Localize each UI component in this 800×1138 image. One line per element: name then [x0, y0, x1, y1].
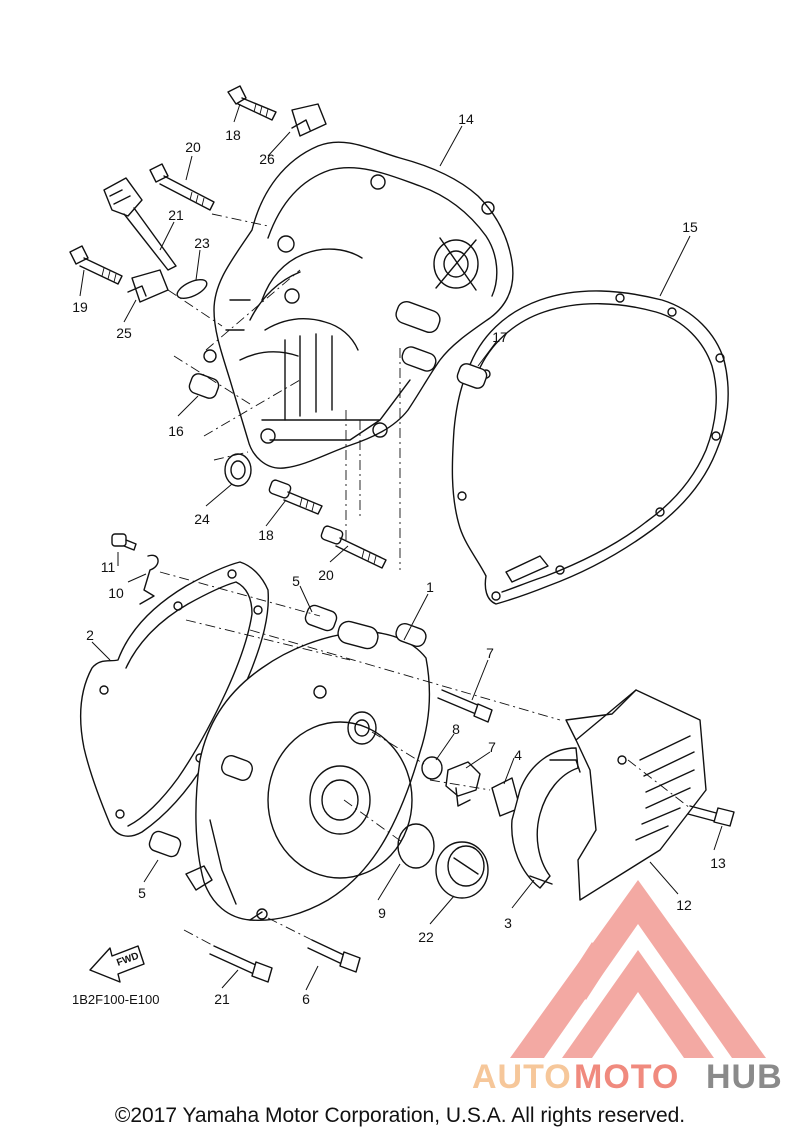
bolt-7-lower: [209, 945, 273, 983]
callout-19: 18: [258, 527, 274, 543]
watermark-hub: HUB: [706, 1058, 783, 1095]
callout-15: 13: [710, 855, 726, 871]
oil-seal-24: [224, 453, 252, 487]
callout-20: 19: [72, 299, 88, 315]
callout-17: 15: [682, 219, 698, 235]
bolt-20-upper: [227, 85, 277, 121]
callout-3: 3: [504, 915, 512, 931]
callout-22: 21: [168, 207, 184, 223]
assembly-line-2: [159, 571, 691, 947]
dowel-pin-5-lower: [148, 830, 182, 858]
callout-10: 22: [418, 929, 434, 945]
assembly-line-1: [167, 213, 301, 461]
clamp-25: [127, 269, 169, 303]
dowel-pin-18-right: [456, 363, 488, 389]
leader-lines: [79, 103, 723, 991]
callout-23: 23: [194, 235, 210, 251]
callout-18: 16: [168, 423, 184, 439]
clamp-26: [291, 103, 327, 137]
plug-10: [435, 841, 489, 899]
sprocket-cover-14: [565, 689, 707, 901]
callout-1: 1: [426, 579, 434, 595]
plug-8: [445, 761, 481, 807]
automotohub-watermark: AUTO MOTO HUB: [472, 880, 783, 1095]
fwd-arrow-icon: FWD: [89, 945, 145, 983]
diagram-code: 1B2F100-E100: [72, 992, 159, 1007]
o-ring-9: [421, 756, 443, 780]
clamp-12: [139, 554, 159, 605]
watermark-auto: AUTO: [472, 1058, 572, 1095]
callout-16: 14: [458, 111, 474, 127]
callout-12: 10: [108, 585, 124, 601]
callout-24: 24: [194, 511, 210, 527]
watermark-moto: MOTO: [574, 1058, 679, 1095]
callout-13: 11: [101, 559, 116, 575]
logo-inner-triangle: [562, 950, 714, 1058]
callout-9: 8: [452, 721, 460, 737]
bolt-20-left: [69, 245, 123, 285]
callout-7: 21: [214, 991, 230, 1007]
callout-6: 6: [302, 991, 310, 1007]
bolt-21-lower: [320, 525, 387, 569]
bolt-15: [687, 805, 735, 827]
o-ring-23: [176, 279, 208, 299]
callout-21: 20: [318, 567, 334, 583]
crankcase-cover-16: [203, 141, 514, 570]
callout-18: 17: [492, 329, 508, 345]
logo-outer-triangle: [510, 880, 766, 1058]
logo-left-leg: [570, 942, 608, 1000]
bolt-7-upper: [437, 689, 493, 723]
callout-25: 25: [116, 325, 132, 341]
callout-5: 5: [138, 885, 146, 901]
o-ring-11: [397, 823, 435, 869]
dowel-pin-5-upper: [304, 604, 338, 632]
gasket-17: [451, 290, 729, 605]
bolt-21-upper: [149, 163, 215, 211]
bolt-6: [307, 939, 361, 973]
crankcase-cover-1: [185, 620, 431, 922]
bolt-19: [268, 479, 323, 515]
callout-2: 2: [86, 627, 94, 643]
callout-21: 20: [185, 139, 201, 155]
callout-20: 18: [225, 127, 241, 143]
callout-8: 7: [488, 739, 496, 755]
callout-11: 9: [378, 905, 386, 921]
callout-14: 12: [676, 897, 692, 913]
oil-filler-cap-22: [103, 177, 177, 271]
callout-7: 7: [486, 645, 494, 661]
callout-26: 26: [259, 151, 275, 167]
copyright-notice: ©2017 Yamaha Motor Corporation, U.S.A. A…: [114, 1104, 686, 1127]
screw-13: [111, 533, 137, 551]
dowel-pin-18-left: [188, 373, 220, 399]
callout-4: 4: [514, 747, 522, 763]
cover-3: [511, 747, 581, 889]
automotohub-logo-icon: [510, 880, 766, 1058]
callout-5: 5: [292, 573, 300, 589]
